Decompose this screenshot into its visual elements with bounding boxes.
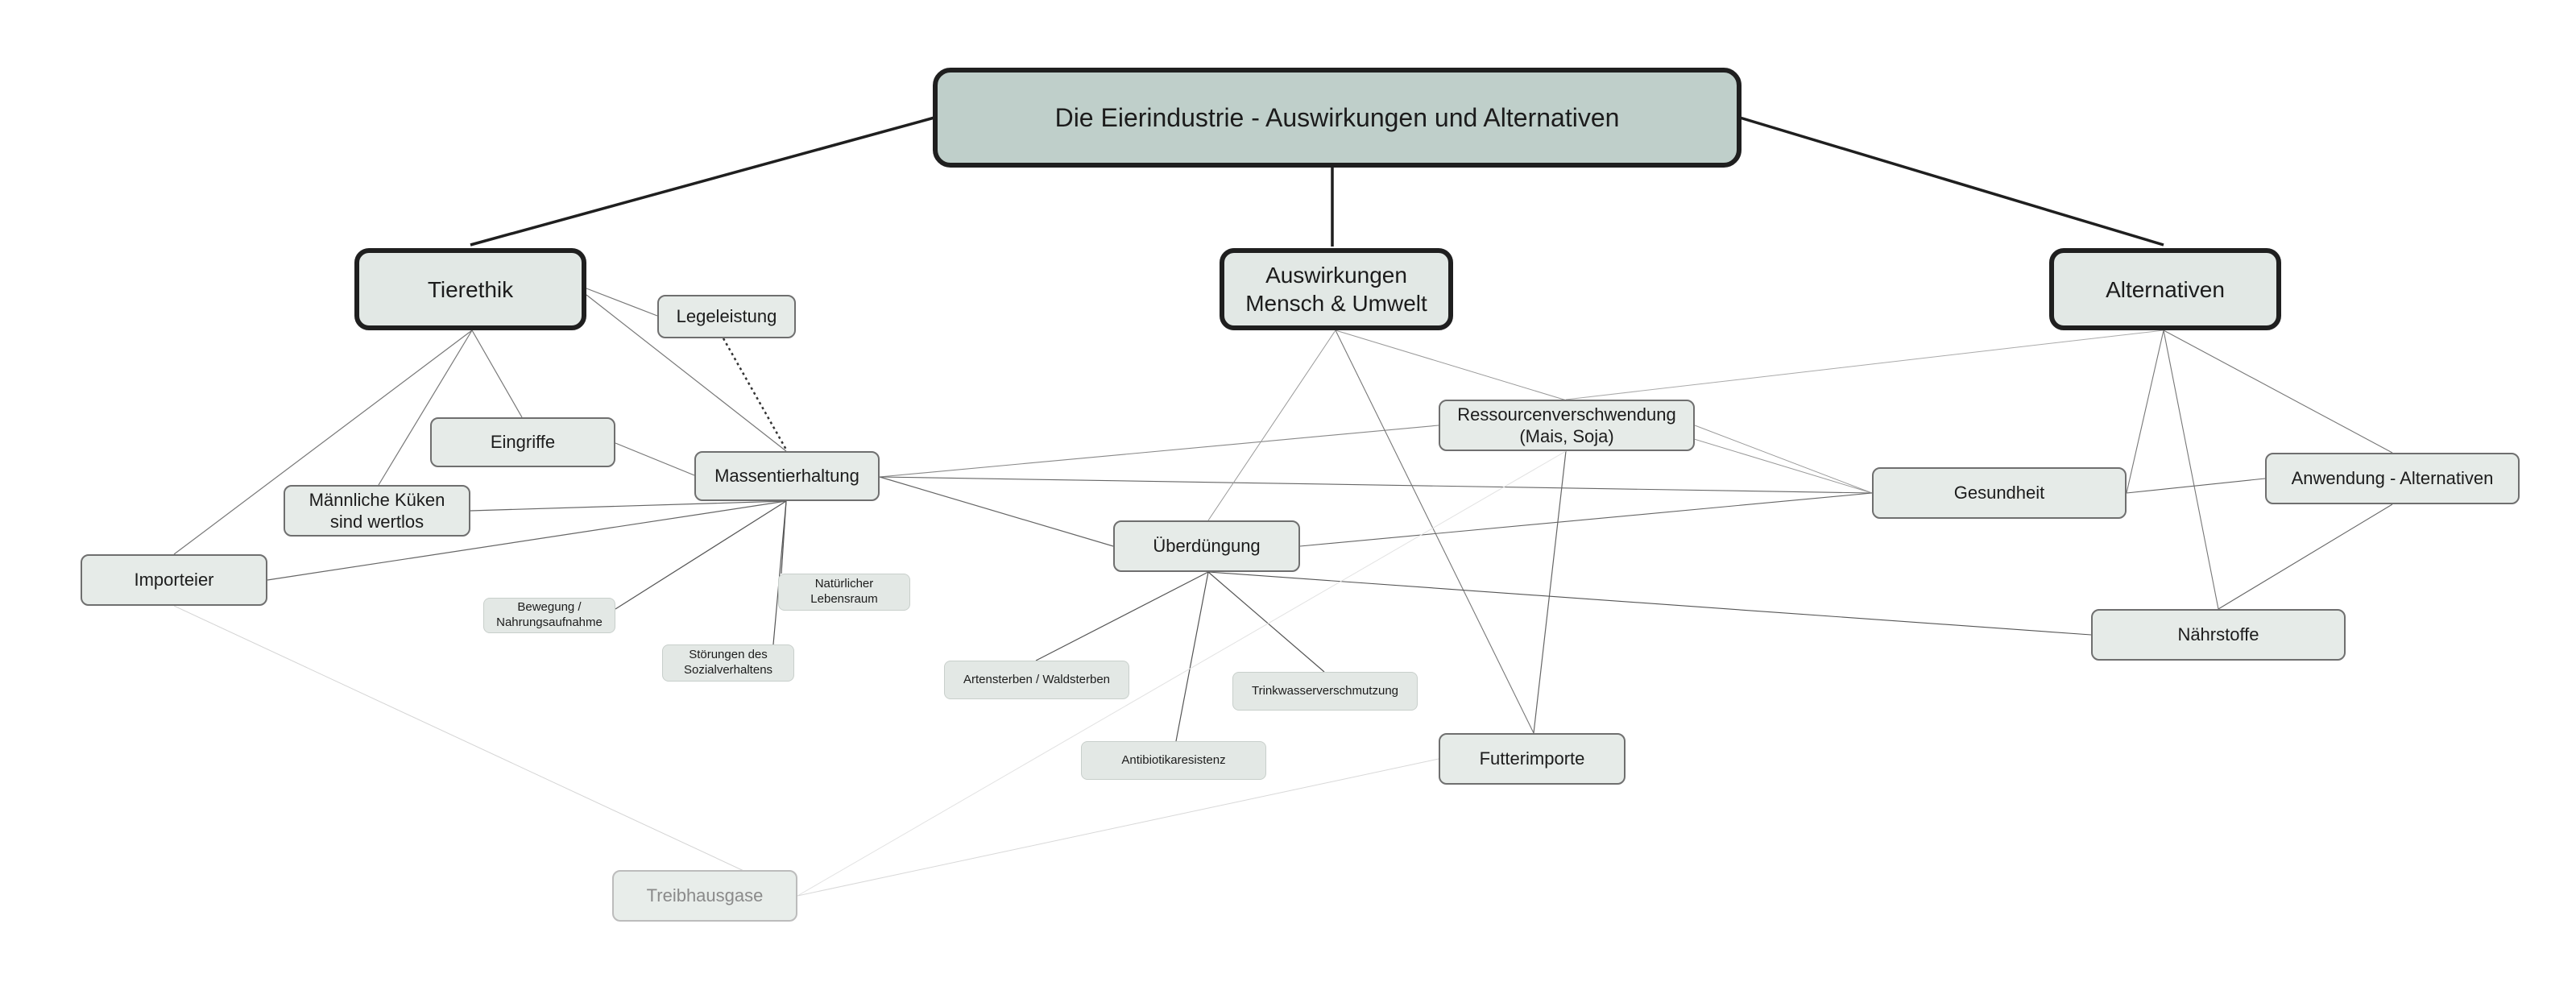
- node-naehrstoffe[interactable]: Nährstoffe: [2091, 609, 2346, 661]
- connector-line-26: [1207, 571, 2092, 636]
- node-alternativen[interactable]: Alternativen: [2049, 248, 2281, 330]
- node-bewegung[interactable]: Bewegung / Nahrungsaufnahme: [483, 598, 615, 633]
- connector-line-29: [2126, 329, 2164, 494]
- connector-line-23: [1035, 571, 1209, 661]
- connector-line-6: [586, 288, 658, 317]
- node-trinkwasser[interactable]: Trinkwasserverschmutzung: [1232, 672, 1418, 711]
- connector-line-19: [1335, 329, 1534, 734]
- node-legeleistung[interactable]: Legeleistung: [657, 295, 796, 338]
- node-ressourcenverschwendung[interactable]: Ressourcenverschwendung (Mais, Soja): [1439, 400, 1695, 451]
- node-importeier[interactable]: Importeier: [81, 554, 267, 606]
- connector-line-30: [2163, 329, 2393, 454]
- connector-line-16: [879, 476, 1114, 547]
- connector-line-15: [879, 425, 1439, 478]
- connector-line-32: [2126, 478, 2266, 494]
- connector-line-3: [471, 329, 523, 418]
- root-node[interactable]: Die Eierindustrie - Auswirkungen und Alt…: [933, 68, 1741, 168]
- node-gesundheit[interactable]: Gesundheit: [1872, 467, 2127, 519]
- connector-line-9: [615, 442, 695, 476]
- node-massentierhaltung[interactable]: Massentierhaltung: [694, 451, 880, 501]
- connector-line-24: [1207, 571, 1325, 673]
- node-treibhausgase[interactable]: Treibhausgase: [612, 870, 797, 922]
- connector-line-35: [797, 450, 1567, 897]
- node-artensterben[interactable]: Artensterben / Waldsterben: [944, 661, 1129, 699]
- node-stoerungen[interactable]: Störungen des Sozialverhaltens: [662, 644, 794, 682]
- connector-line-33: [2218, 504, 2393, 610]
- node-natuerlicher-lebensraum[interactable]: Natürlicher Lebensraum: [778, 574, 910, 611]
- node-auswirkungen[interactable]: Auswirkungen Mensch & Umwelt: [1220, 248, 1453, 330]
- connector-line-28: [1565, 329, 2164, 400]
- connector-line-5: [173, 329, 473, 555]
- connector-line-36: [797, 758, 1439, 897]
- connector-line-25: [1175, 571, 1209, 742]
- connector-line-8: [722, 338, 788, 450]
- node-tierethik[interactable]: Tierethik: [354, 248, 586, 330]
- connector-line-31: [2163, 329, 2219, 610]
- connector-line-12: [615, 500, 787, 610]
- connector-line-0: [470, 116, 935, 247]
- connector-line-10: [470, 500, 787, 512]
- connector-line-22: [1694, 425, 1873, 494]
- node-eingriffe[interactable]: Eingriffe: [430, 417, 615, 467]
- connector-line-2: [1739, 116, 2164, 247]
- node-ueberduengung[interactable]: Überdüngung: [1113, 520, 1300, 572]
- connector-line-7: [586, 294, 787, 452]
- connector-line-17: [879, 476, 1873, 494]
- connector-line-13: [772, 500, 787, 645]
- connector-line-21: [1533, 450, 1567, 734]
- connector-line-14: [781, 500, 787, 574]
- node-futterimporte[interactable]: Futterimporte: [1439, 733, 1626, 785]
- connector-line-27: [1299, 492, 1873, 547]
- node-maennliche-kueken[interactable]: Männliche Küken sind wertlos: [284, 485, 470, 537]
- node-antibiotikaresistenz[interactable]: Antibiotikaresistenz: [1081, 741, 1266, 780]
- connector-line-4: [378, 329, 473, 486]
- connector-line-34: [173, 605, 798, 897]
- connector-line-11: [267, 500, 787, 581]
- node-anwendung-alternativen[interactable]: Anwendung - Alternativen: [2265, 453, 2520, 504]
- connector-line-18: [1207, 329, 1336, 521]
